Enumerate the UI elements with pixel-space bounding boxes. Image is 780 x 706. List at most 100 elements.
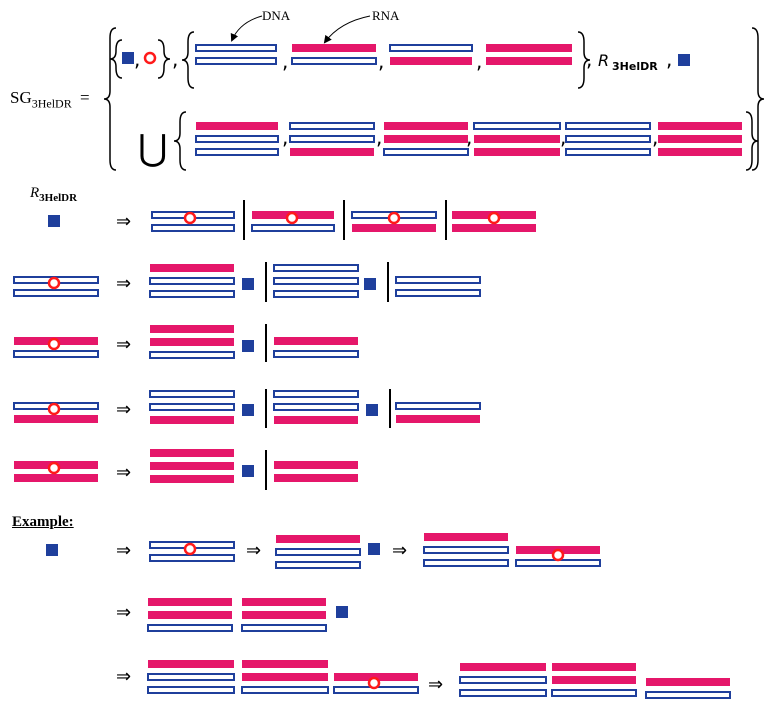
rules-header: R3HelDR [30, 185, 77, 204]
red-circle-icon [487, 211, 501, 225]
rna-strand-icon [452, 224, 536, 232]
comma-separator: , [282, 125, 288, 149]
dna-strand-icon [147, 624, 233, 632]
sg-title-symbol: SG [10, 88, 32, 107]
dna-strand-icon [195, 148, 279, 156]
implies-arrow-icon: ⇒ [116, 666, 131, 687]
dna-strand-icon [423, 559, 509, 567]
blue-square-icon [336, 606, 348, 618]
dna-strand-icon [395, 402, 481, 410]
red-circle-icon [183, 211, 197, 225]
blue-square-icon [242, 340, 254, 352]
dna-strand-icon [273, 390, 359, 398]
dna-strand-icon [565, 148, 651, 156]
rna-strand-icon [276, 535, 360, 543]
red-circle-icon [47, 402, 61, 416]
equals-sign: = [80, 88, 90, 107]
red-circle-icon [387, 211, 401, 225]
rna-strand-icon [150, 449, 234, 457]
dna-strand-icon [147, 673, 235, 681]
implies-arrow-icon: ⇒ [116, 211, 131, 232]
rna-strand-icon [384, 122, 468, 130]
rna-strand-icon [658, 148, 742, 156]
rna-strand-icon [658, 135, 742, 143]
rna-strand-icon [150, 416, 234, 424]
dna-strand-icon [273, 403, 359, 411]
rna-strand-icon [242, 598, 326, 606]
blue-square-icon [678, 54, 690, 66]
dna-strand-icon [275, 561, 361, 569]
dna-strand-icon [383, 148, 469, 156]
rna-strand-icon [148, 611, 232, 619]
red-circle-icon [47, 461, 61, 475]
sg-title-subscript: 3HelDR [31, 96, 72, 111]
implies-arrow-icon: ⇒ [428, 674, 443, 695]
dna-strand-icon [195, 135, 279, 143]
outer-left-brace [103, 27, 117, 171]
comma-separator: , [378, 49, 384, 73]
rna-strand-icon [150, 462, 234, 470]
red-circle-icon [47, 276, 61, 290]
dna-strand-icon [13, 350, 99, 358]
dna-strand-icon [273, 277, 359, 285]
comma-separator: , [652, 125, 658, 149]
dna-strand-icon [149, 390, 235, 398]
dna-strand-icon [289, 135, 375, 143]
dna-strand-icon [275, 548, 361, 556]
inner-brace-left-1 [109, 39, 123, 79]
rna-strand-icon [274, 461, 358, 469]
implies-arrow-icon: ⇒ [392, 540, 407, 561]
dna-strand-icon [645, 691, 731, 699]
comma-separator: , [282, 49, 288, 73]
blue-square-icon [366, 404, 378, 416]
rna-strand-icon [150, 325, 234, 333]
comma-separator: , [560, 125, 566, 149]
rna-strand-icon [292, 44, 376, 52]
rna-strand-icon [242, 673, 328, 681]
rna-label: RNA [372, 8, 400, 23]
dna-strand-icon [13, 289, 99, 297]
red-circle-icon [183, 542, 197, 556]
sg-title: SG3HelDR [10, 88, 72, 111]
blue-square-icon [368, 543, 380, 555]
comma-separator: , [586, 47, 592, 71]
rna-strand-icon [290, 148, 374, 156]
rna-strand-icon [334, 673, 418, 681]
example-title: Example: [12, 514, 74, 530]
rna-strand-icon [460, 663, 546, 671]
dna-strand-icon [149, 351, 235, 359]
implies-arrow-icon: ⇒ [116, 273, 131, 294]
rna-strand-icon [196, 122, 278, 130]
rna-strand-icon [274, 474, 358, 482]
blue-square-icon [46, 544, 58, 556]
dna-strand-icon [149, 277, 235, 285]
inner-brace-right-1 [157, 39, 171, 79]
red-circle-icon [47, 337, 61, 351]
dna-strand-icon [195, 57, 277, 65]
dna-strand-icon [273, 290, 359, 298]
rna-strand-icon [486, 44, 572, 52]
inner-brace-right-2 [577, 31, 591, 89]
blue-square-icon [242, 465, 254, 477]
dna-strand-icon [149, 403, 235, 411]
blue-square-icon [48, 215, 60, 227]
blue-square-icon [364, 278, 376, 290]
dna-strand-icon [289, 122, 375, 130]
dna-strand-icon [273, 264, 359, 272]
rule-symbol-inline: R [598, 51, 609, 70]
dna-strand-icon [395, 289, 481, 297]
comma-separator: , [666, 47, 672, 71]
rna-strand-icon [242, 611, 326, 619]
dna-strand-icon [459, 689, 547, 697]
implies-arrow-icon: ⇒ [116, 334, 131, 355]
comma-separator: , [172, 47, 178, 71]
rna-strand-icon [474, 148, 560, 156]
dna-strand-icon [241, 686, 329, 694]
rna-strand-icon [396, 415, 480, 423]
rna-strand-icon [474, 135, 560, 143]
rna-strand-icon [352, 224, 436, 232]
rna-strand-icon [646, 678, 730, 686]
dna-strand-icon [147, 686, 235, 694]
dna-strand-icon [423, 546, 509, 554]
